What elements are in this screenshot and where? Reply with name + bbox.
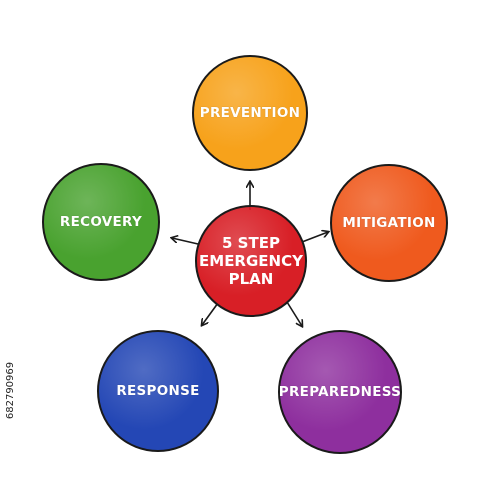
prevention-label: PREVENTION — [199, 105, 301, 121]
response-node: RESPONSE — [97, 330, 219, 452]
recovery-node: RECOVERY — [42, 163, 160, 281]
stock-id-watermark: 682790969 — [2, 300, 20, 480]
mitigation-node: MITIGATION — [330, 164, 448, 282]
stock-id-text: 682790969 — [5, 361, 17, 419]
prevention-node: PREVENTION — [192, 55, 308, 171]
recovery-label: RECOVERY — [59, 214, 143, 230]
emergency-plan-center-node: 5 STEP EMERGENCY PLAN — [195, 205, 307, 317]
preparedness-node: PREPAREDNESS — [278, 330, 402, 454]
preparedness-label: PREPAREDNESS — [278, 384, 402, 400]
mitigation-label: MITIGATION — [342, 215, 436, 231]
arrow-to-preparedness — [286, 301, 302, 326]
arrow-to-response — [202, 302, 219, 325]
center-label: 5 STEP EMERGENCY PLAN — [199, 234, 303, 288]
response-label: RESPONSE — [116, 383, 200, 399]
arrow-to-recovery — [172, 238, 199, 245]
arrow-to-mitigation — [301, 232, 328, 243]
